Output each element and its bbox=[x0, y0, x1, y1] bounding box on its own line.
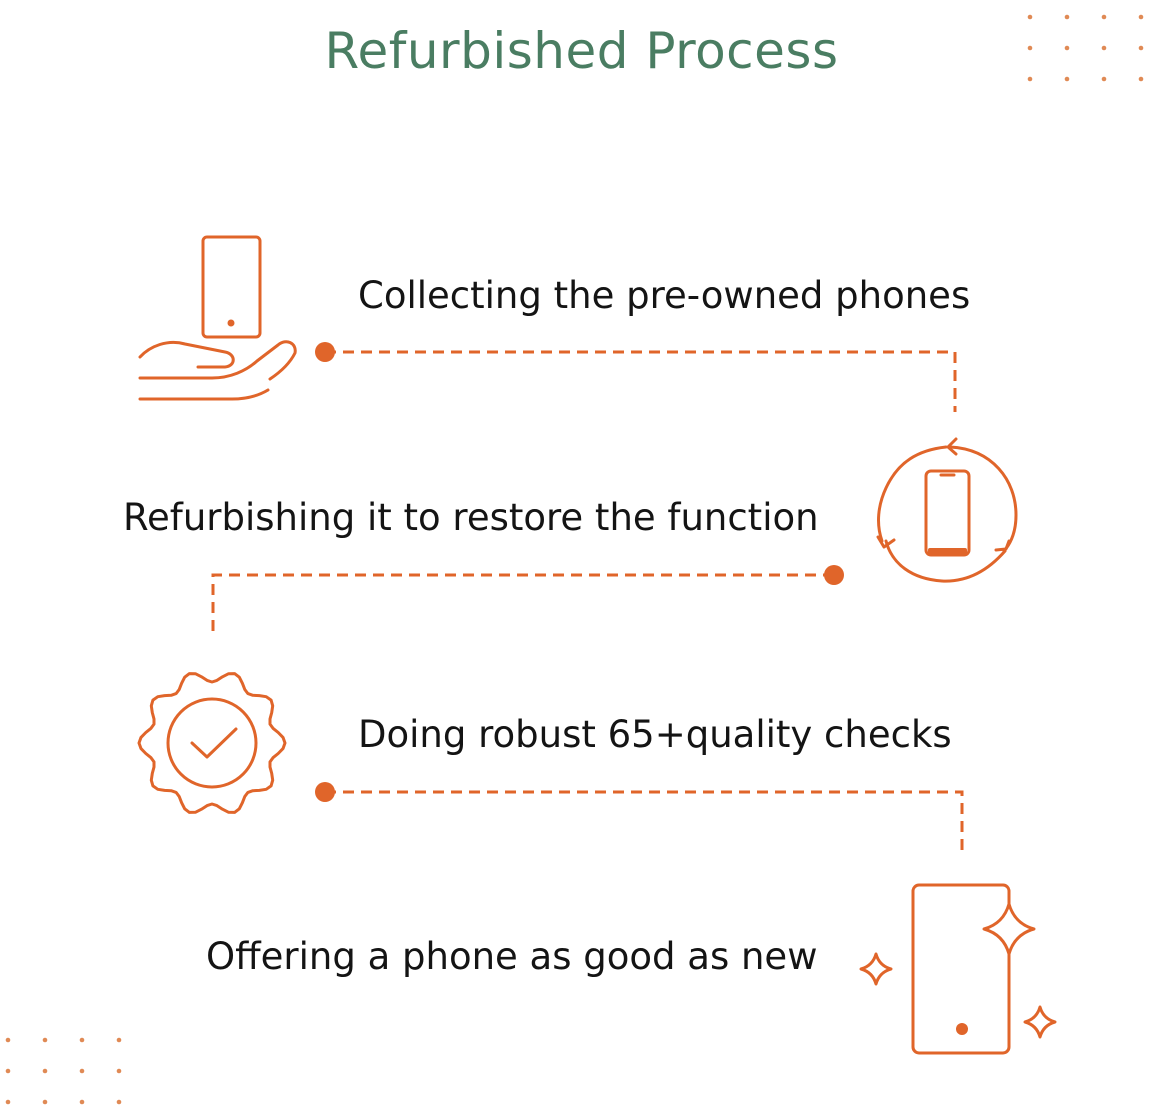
decorative-dot bbox=[116, 1068, 122, 1074]
decorative-dot bbox=[1101, 14, 1107, 20]
decorative-dot bbox=[5, 1099, 11, 1105]
decorative-dot bbox=[5, 1068, 11, 1074]
decorative-dot bbox=[1064, 76, 1070, 82]
quality-check-badge-icon bbox=[137, 672, 287, 814]
decorative-dot bbox=[79, 1068, 85, 1074]
phone-refresh-cycle-icon bbox=[876, 437, 1018, 583]
step-2-text: Refurbishing it to restore the function bbox=[123, 496, 819, 539]
decorative-dots-top-right bbox=[1027, 14, 1144, 82]
decorative-dot bbox=[1027, 76, 1033, 82]
connector-dot-1 bbox=[315, 342, 335, 362]
decorative-dot bbox=[116, 1037, 122, 1043]
decorative-dot bbox=[5, 1037, 11, 1043]
connector-2-to-3 bbox=[211, 573, 834, 637]
decorative-dot bbox=[1138, 14, 1144, 20]
decorative-dot bbox=[79, 1099, 85, 1105]
connector-dot-2 bbox=[824, 565, 844, 585]
hand-holding-phone-icon bbox=[138, 235, 297, 401]
decorative-dot bbox=[1027, 14, 1033, 20]
sparkling-phone-icon bbox=[859, 883, 1057, 1055]
decorative-dot bbox=[1027, 45, 1033, 51]
connector-1-to-2 bbox=[325, 350, 957, 412]
step-4-text: Offering a phone as good as new bbox=[206, 935, 818, 978]
decorative-dot bbox=[1138, 76, 1144, 82]
decorative-dots-bottom-left bbox=[5, 1037, 122, 1105]
connector-dot-3 bbox=[315, 782, 335, 802]
decorative-dot bbox=[1101, 45, 1107, 51]
page-title: Refurbished Process bbox=[324, 22, 839, 80]
decorative-dot bbox=[1138, 45, 1144, 51]
decorative-dot bbox=[42, 1037, 48, 1043]
decorative-dot bbox=[42, 1068, 48, 1074]
decorative-dot bbox=[42, 1099, 48, 1105]
decorative-dot bbox=[1101, 76, 1107, 82]
connector-3-to-4 bbox=[325, 790, 964, 854]
decorative-dot bbox=[1064, 14, 1070, 20]
step-3-text: Doing robust 65+quality checks bbox=[358, 713, 952, 756]
decorative-dot bbox=[116, 1099, 122, 1105]
decorative-dot bbox=[1064, 45, 1070, 51]
step-1-text: Collecting the pre-owned phones bbox=[358, 274, 971, 317]
decorative-dot bbox=[79, 1037, 85, 1043]
